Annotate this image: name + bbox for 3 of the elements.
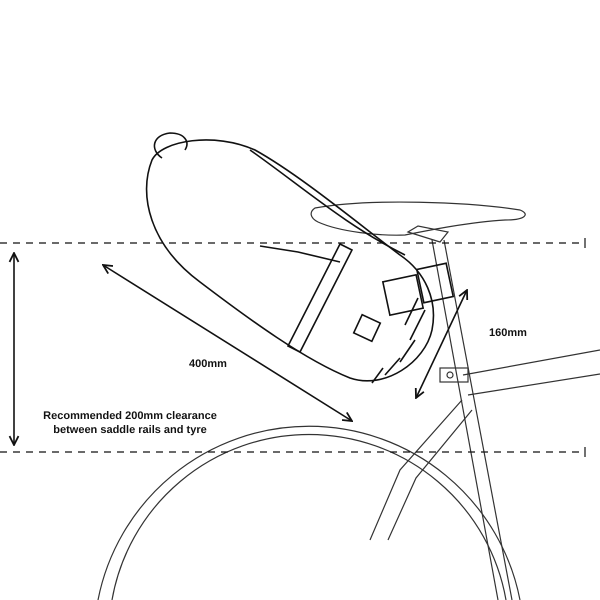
dimension-label: 160mm [488, 326, 528, 340]
clearance-note: Recommended 200mm clearance between saddle rails and tyre [42, 409, 218, 437]
dimension-label: 400mm [188, 357, 228, 371]
